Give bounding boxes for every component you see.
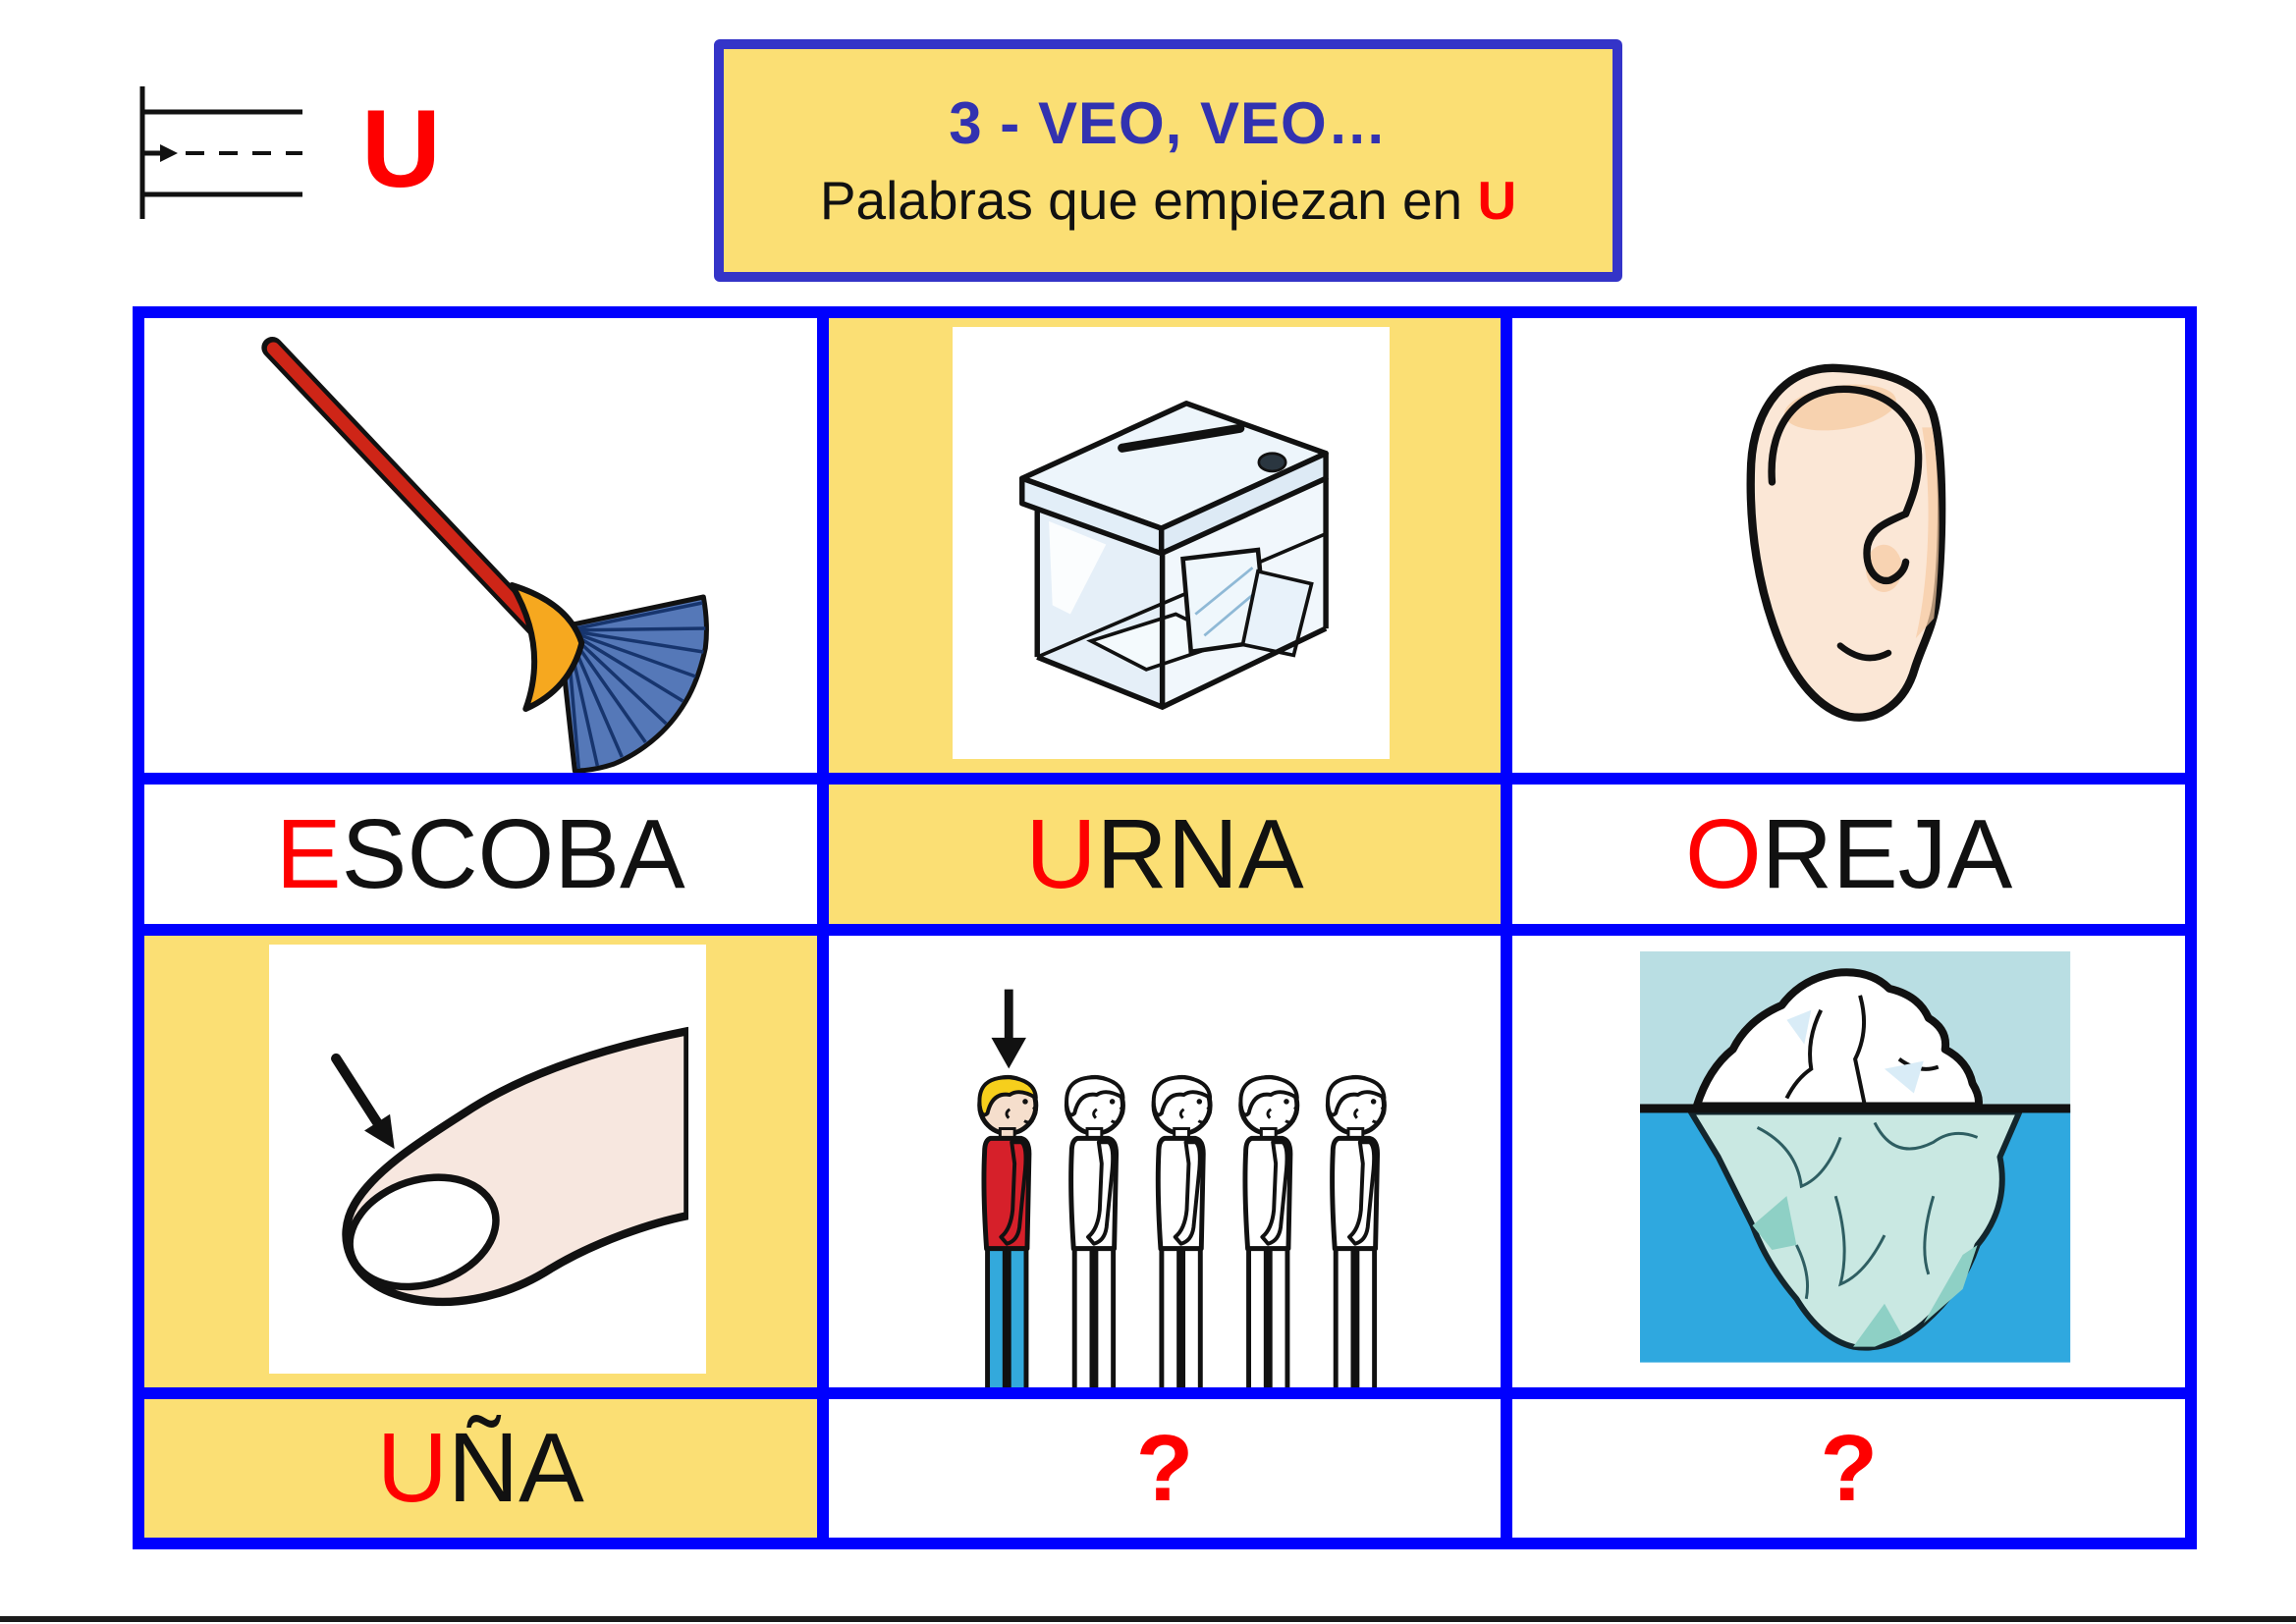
card-image-fila [828,936,1502,1387]
una-image-frame [268,945,706,1375]
handwriting-lines-icon [139,86,302,219]
card-label-fila: ? [828,1399,1502,1538]
label-rest: SCOBA [341,798,685,909]
iceberg-image-frame [1640,951,2071,1363]
label-initial: U [1025,798,1097,909]
title-line1: 3 - VEO, VEO… [949,90,1388,156]
card-image-una [144,936,817,1387]
queue-of-people-icon [829,989,1502,1387]
question-mark: ? [1820,1415,1878,1521]
card-image-urna [828,318,1502,773]
label-rest: RNA [1096,798,1304,909]
question-mark: ? [1135,1415,1194,1521]
label-initial: O [1684,798,1762,909]
ballot-box-icon [1019,401,1329,711]
label-rest: REJA [1761,798,2013,909]
ear-icon [1746,363,1945,722]
target-letter: U [361,87,441,210]
broom-icon [261,337,709,773]
title-line2-text: Palabras que empiezan en [819,170,1478,231]
card-label-iceberg: ? [1512,1399,2185,1538]
urna-image-frame [953,327,1391,760]
card-image-oreja [1512,318,2185,773]
title-line2-letter: U [1477,170,1517,231]
card-image-escoba [144,318,817,773]
title-line2: Palabras que empiezan en U [820,169,1516,232]
title-box: 3 - VEO, VEO… Palabras que empiezan en U [714,39,1622,282]
label-rest: ÑA [447,1413,584,1523]
card-image-iceberg [1512,936,2185,1387]
bottom-divider-line [0,1616,2296,1622]
label-initial: U [376,1413,448,1523]
fingernail-icon [331,1027,688,1307]
iceberg-icon [1640,951,2071,1363]
label-initial: E [275,798,342,909]
